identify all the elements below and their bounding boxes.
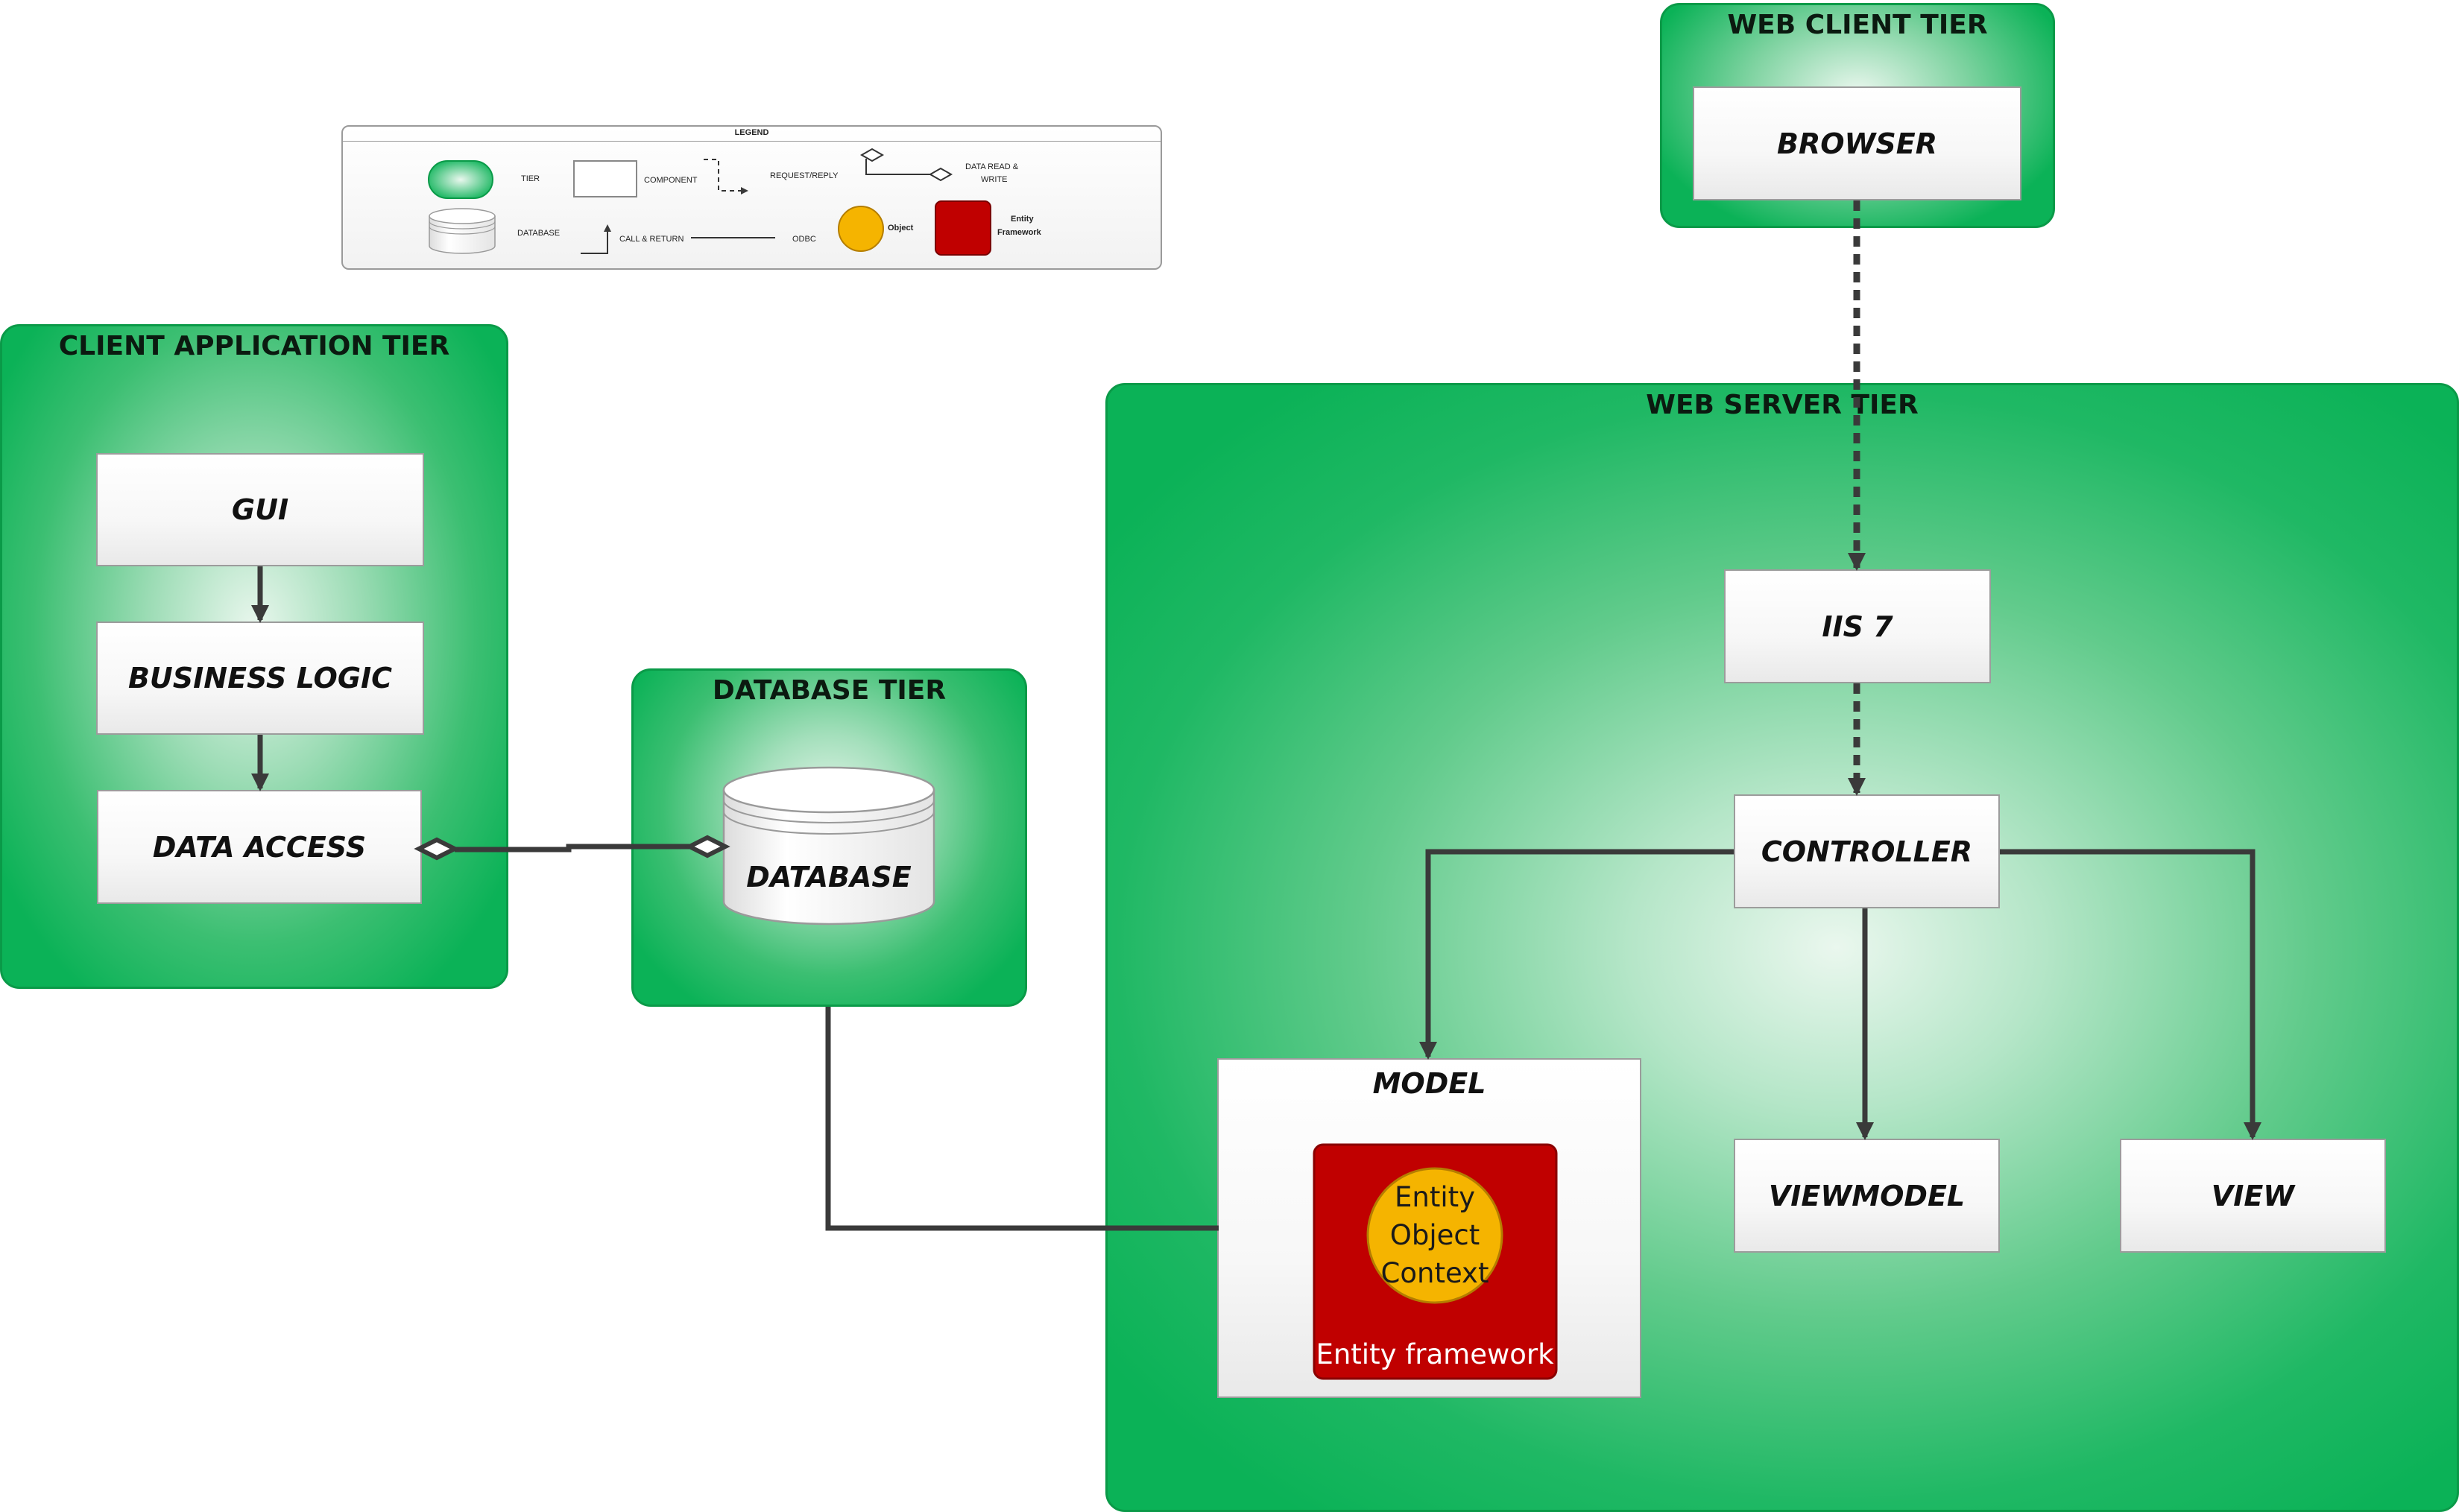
database-to-model-odbc-line [825, 1007, 1219, 1231]
entity-object-context-line-2: Object [1390, 1219, 1480, 1251]
viewmodel-component: VIEWMODEL [1734, 1139, 2000, 1253]
view-label: VIEW [2211, 1179, 2295, 1212]
legend-entity-framework-label-2: Framework [997, 228, 1041, 237]
entity-framework-block: Entity Object Context Entity framework [1313, 1143, 1558, 1380]
legend-graphics [428, 148, 991, 256]
web-client-tier-title: WEB CLIENT TIER [1727, 10, 1988, 40]
database-label: DATABASE [746, 861, 911, 893]
business-logic-label: BUSINESS LOGIC [127, 662, 393, 695]
database-tier-title: DATABASE TIER [712, 675, 947, 706]
gui-component: GUI [96, 453, 424, 566]
legend-entity-framework-label-1: Entity [1011, 215, 1034, 224]
legend-odbc-label: ODBC [792, 235, 816, 244]
data-access-label: DATA ACCESS [152, 830, 367, 864]
gui-label: GUI [231, 493, 289, 526]
browser-component: BROWSER [1693, 86, 2021, 200]
controller-label: CONTROLLER [1761, 835, 1973, 868]
web-server-tier-title: WEB SERVER TIER [1646, 390, 1919, 420]
entity-framework-label: Entity framework [1316, 1338, 1554, 1370]
legend-request-reply-arrow [704, 159, 748, 194]
legend-tier-label: TIER [521, 174, 540, 183]
legend-request-reply-label: REQUEST/REPLY [770, 171, 839, 180]
iis-label: IIS 7 [1822, 610, 1893, 643]
controller-to-view-arrow [2000, 849, 2261, 1140]
entity-object-context-line-3: Context [1381, 1257, 1489, 1289]
data-access-database-connector [414, 835, 730, 861]
client-application-tier-title: CLIENT APPLICATION TIER [58, 331, 450, 361]
business-logic-component: BUSINESS LOGIC [96, 621, 424, 735]
legend-database-swatch [429, 208, 496, 254]
iis-component: IIS 7 [1724, 569, 1991, 683]
legend-data-read-write-label-1: DATA READ & [965, 162, 1019, 171]
legend-database-label: DATABASE [517, 229, 561, 238]
legend-divider [343, 141, 1161, 142]
model-label: MODEL [1372, 1067, 1486, 1100]
browser-label: BROWSER [1776, 127, 1938, 160]
entity-object-context-circle [1366, 1167, 1503, 1304]
legend-component-swatch [573, 160, 637, 197]
database-cylinder [722, 766, 935, 926]
legend-object-label: Object [888, 224, 914, 233]
legend-data-read-write-connector [859, 148, 953, 182]
legend-entity-framework-swatch [935, 200, 991, 256]
controller-to-model-arrow [1419, 849, 1734, 1060]
legend-call-return-arrow [581, 224, 611, 254]
controller-component: CONTROLLER [1734, 794, 2000, 908]
data-access-component: DATA ACCESS [97, 790, 422, 904]
legend-call-return-label: CALL & RETURN [619, 235, 684, 244]
legend-object-swatch [838, 206, 884, 252]
legend-tier-swatch [428, 160, 493, 199]
viewmodel-label: VIEWMODEL [1768, 1179, 1966, 1212]
legend-title: LEGEND [734, 128, 769, 137]
legend-component-label: COMPONENT [644, 176, 698, 185]
legend-data-read-write-label-2: WRITE [981, 175, 1008, 184]
entity-object-context-line-1: Entity [1395, 1181, 1475, 1213]
